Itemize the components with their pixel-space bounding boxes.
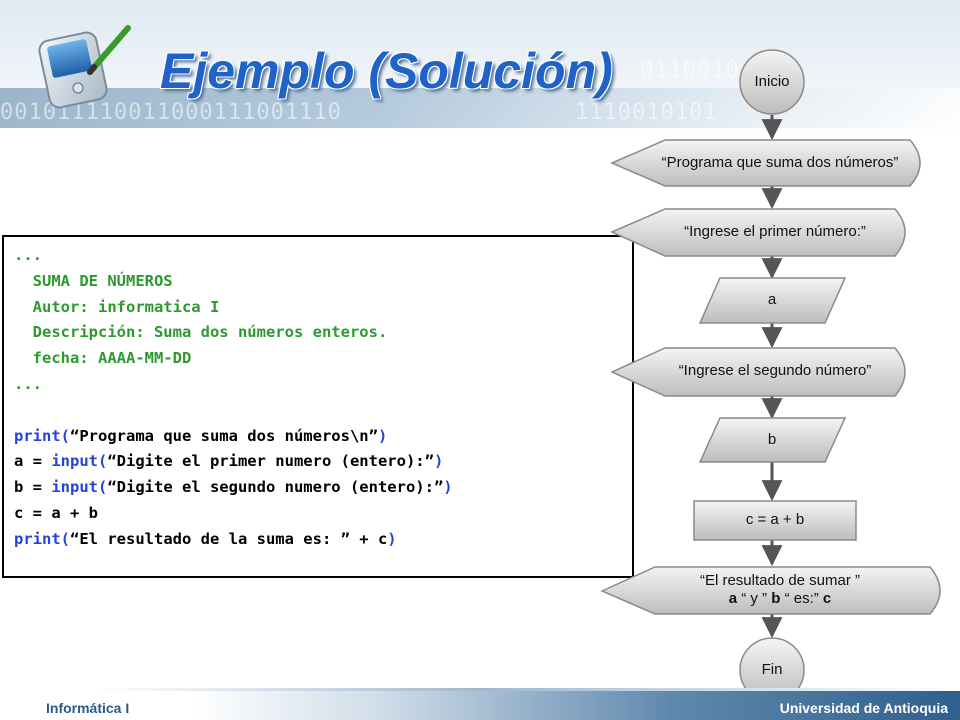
code-line: print(“El resultado de la suma es: ” + c… xyxy=(14,527,632,553)
process-label: c = a + b xyxy=(745,511,805,528)
code-line: print(“Programa que suma dos números\n”) xyxy=(14,424,632,450)
output-var-c: c xyxy=(822,590,832,607)
code-segment: input( xyxy=(51,452,108,471)
code-segment: Autor: informatica I xyxy=(14,297,220,316)
code-segment: ... xyxy=(14,246,42,264)
input-b-label: b xyxy=(767,431,777,448)
binary-decoration: 0110010 xyxy=(640,58,740,83)
code-segment: input( xyxy=(51,478,108,497)
code-panel: ... SUMA DE NÚMEROS Autor: informatica I… xyxy=(2,235,634,578)
code-segment: print( xyxy=(14,426,70,445)
code-line: a = input(“Digite el primer numero (ente… xyxy=(14,449,632,475)
output-text-y: “ y ” xyxy=(737,590,772,607)
display-2-label: “Ingrese el primer número:” xyxy=(684,223,866,240)
code-segment: ) xyxy=(377,426,388,445)
code-segment: ) xyxy=(387,529,397,548)
code-segment: “Digite el segundo numero (entero):” xyxy=(107,478,444,497)
display-3-label: “Ingrese el segundo número” xyxy=(678,362,872,379)
output-line-2: a “ y ” b “ es:” c xyxy=(729,590,832,608)
pda-stylus-icon xyxy=(38,25,131,109)
output-var-b: b xyxy=(771,590,781,607)
footer: Informática I Universidad de Antioquia xyxy=(0,680,960,720)
end-label: Fin xyxy=(761,661,783,678)
binary-decoration: 1110010101 xyxy=(575,100,718,125)
code-segment: ) xyxy=(433,452,444,471)
code-line: ... xyxy=(14,243,632,269)
output-var-a: a xyxy=(728,590,738,607)
display-1-label: “Programa que suma dos números” xyxy=(661,154,899,171)
code-line: c = a + b xyxy=(14,501,632,527)
code-line: SUMA DE NÚMEROS xyxy=(14,269,632,295)
code-segment: a = xyxy=(14,452,52,471)
code-line: fecha: AAAA-MM-DD xyxy=(14,346,632,372)
footer-university: Universidad de Antioquia xyxy=(779,700,948,716)
output-label: “El resultado de sumar ” a “ y ” b “ es:… xyxy=(640,569,920,611)
output-line-1: “El resultado de sumar ” xyxy=(699,572,861,589)
code-segment: “El resultado de la suma es: ” + c xyxy=(70,529,388,548)
code-line: Descripción: Suma dos números enteros. xyxy=(14,320,632,346)
code-line: Autor: informatica I xyxy=(14,295,632,321)
footer-line xyxy=(0,688,960,691)
footer-course: Informática I xyxy=(46,700,130,716)
code-line: b = input(“Digite el segundo numero (ent… xyxy=(14,475,632,501)
code-segment: “Digite el primer numero (entero):” xyxy=(107,452,434,471)
output-text-es: “ es:” xyxy=(780,590,823,607)
code-segment: ... xyxy=(14,374,42,393)
code-segment: b = xyxy=(14,478,52,497)
code-line: ... xyxy=(14,372,632,398)
code-segment: “Programa que suma dos números\n” xyxy=(70,426,378,445)
code-segment: print( xyxy=(14,529,70,548)
code-line xyxy=(14,398,632,424)
code-segment: Descripción: Suma dos números enteros. xyxy=(14,323,388,342)
start-label: Inicio xyxy=(754,73,790,90)
input-a-label: a xyxy=(767,291,777,308)
page-title: Ejemplo (Solución) xyxy=(160,43,613,99)
code-segment: SUMA DE NÚMEROS xyxy=(14,271,173,290)
footer-band xyxy=(0,690,960,720)
code-segment: ) xyxy=(443,478,453,497)
code-segment: c = a + b xyxy=(14,503,98,522)
code-segment: fecha: AAAA-MM-DD xyxy=(14,349,192,368)
